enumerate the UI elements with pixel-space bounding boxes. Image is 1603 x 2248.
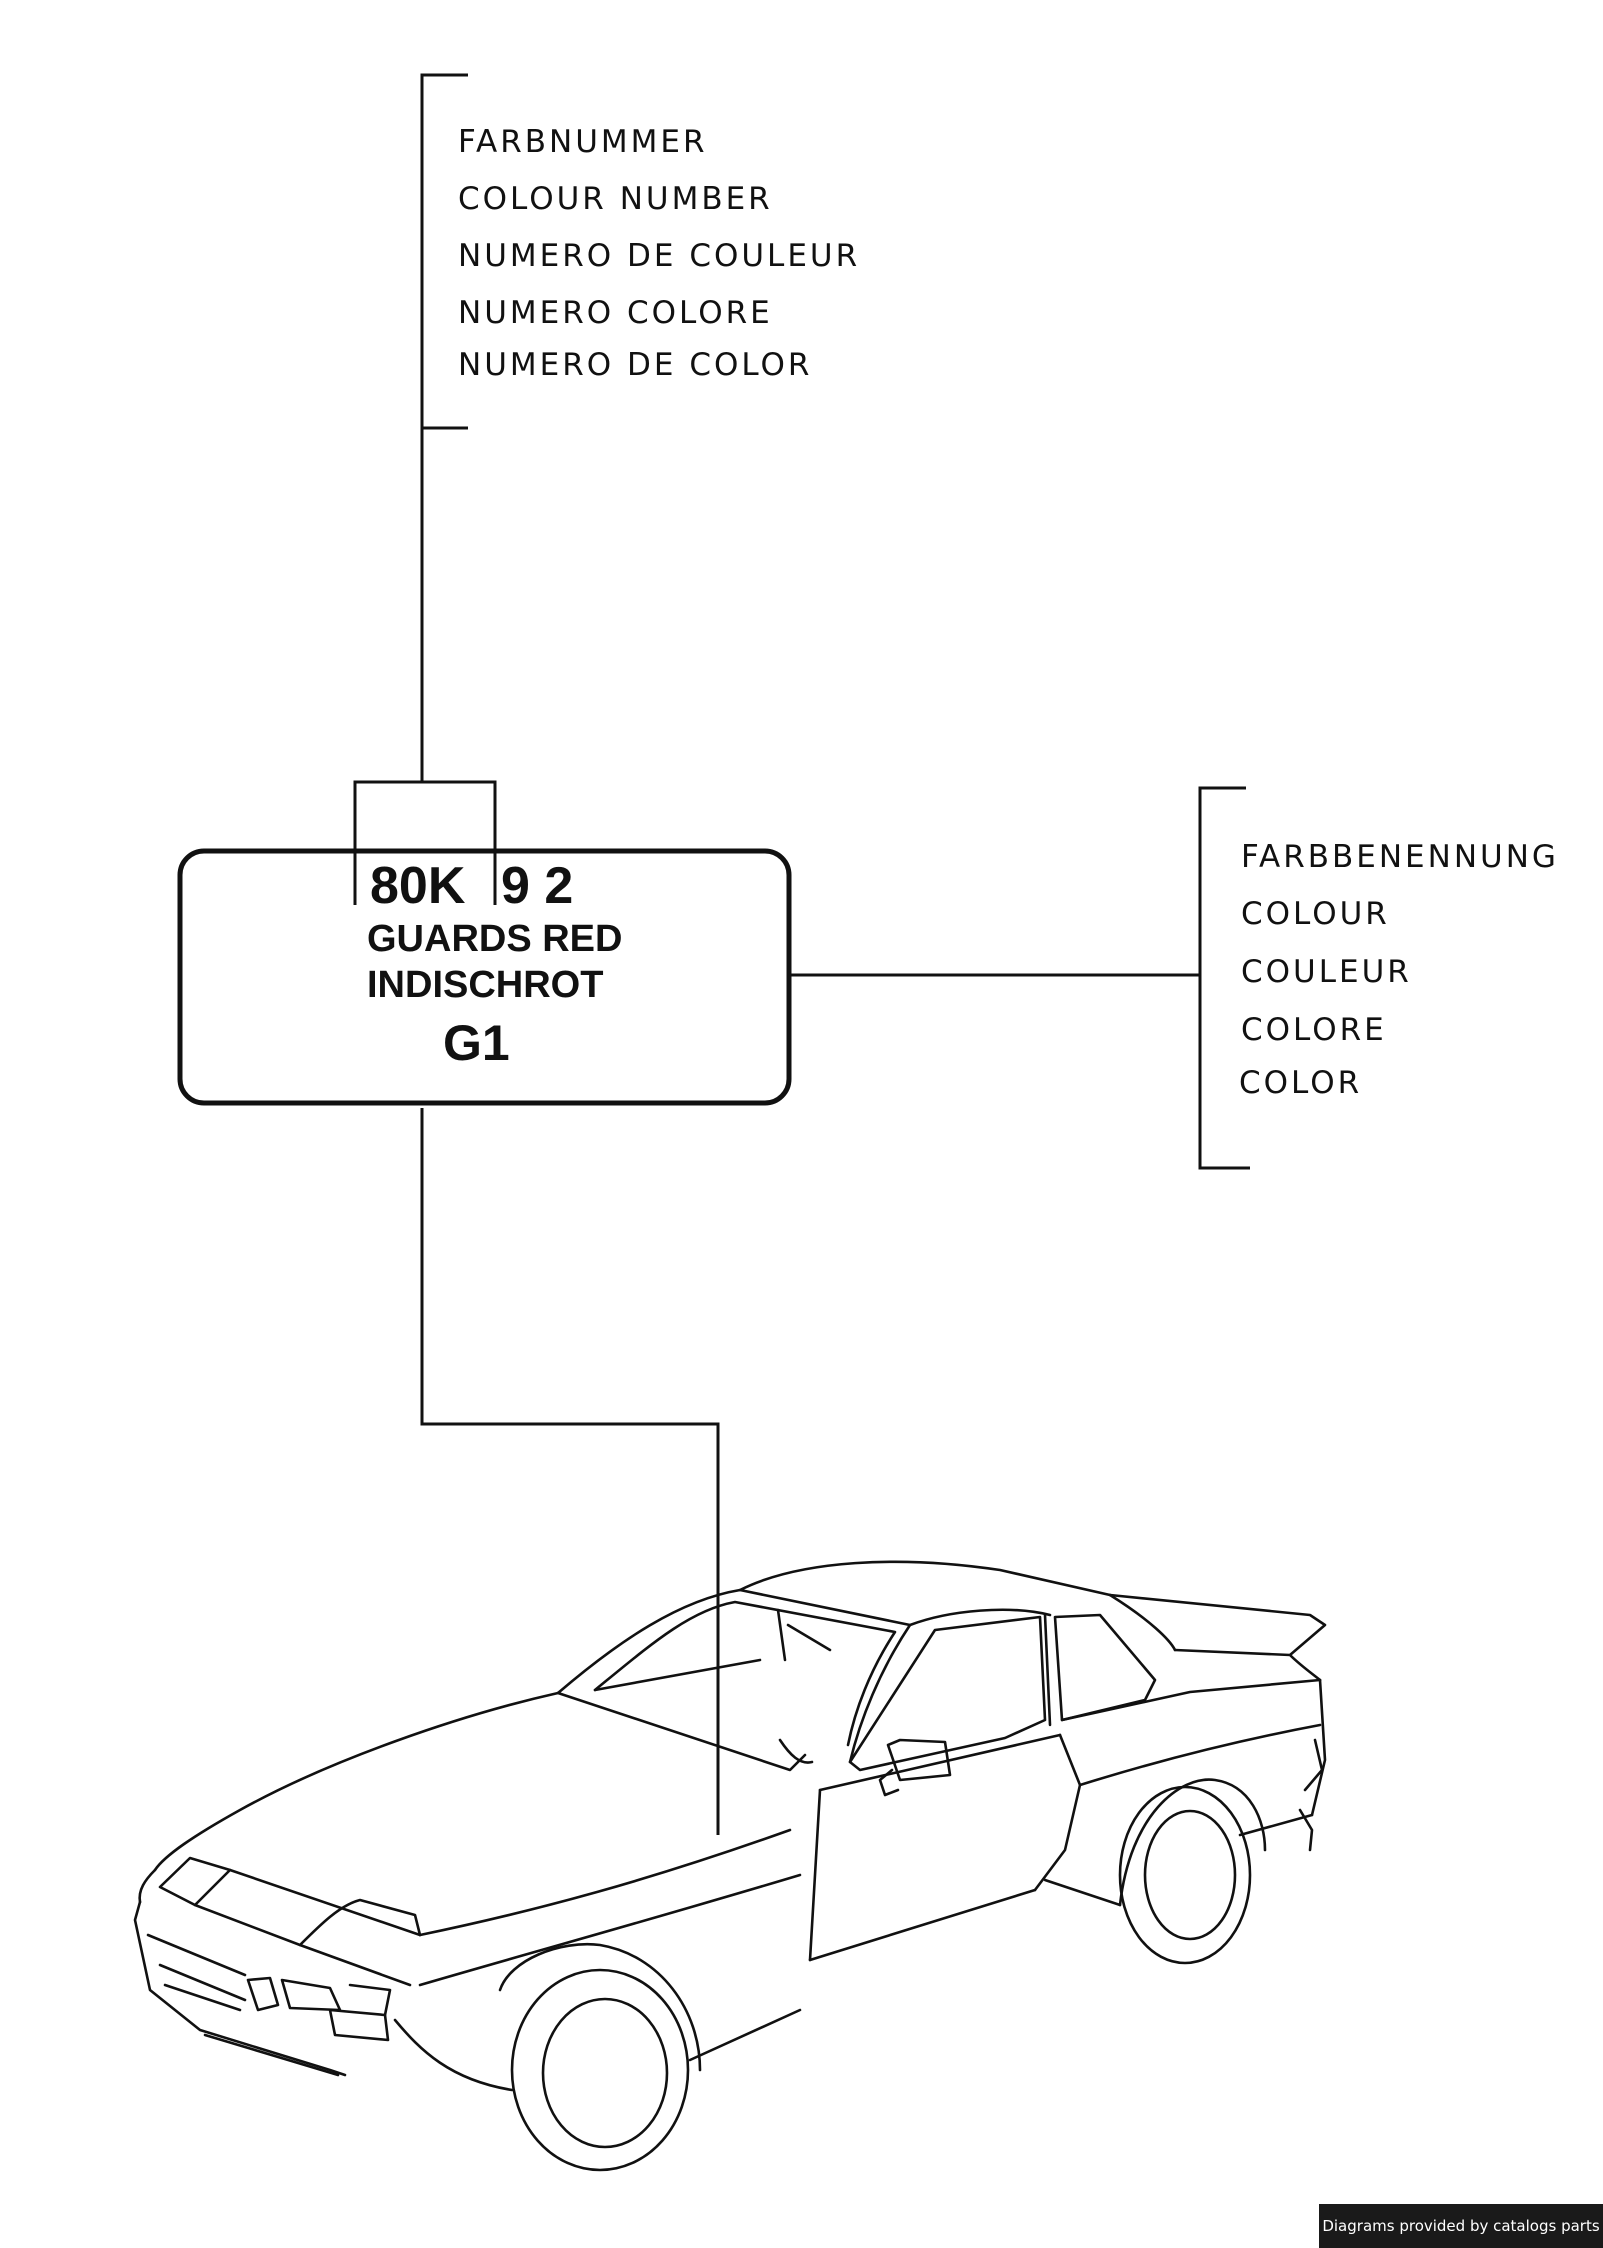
car-outline [133, 1560, 1327, 2172]
colour-number-label-es: NUMERO DE COLOR [458, 347, 813, 383]
footer-credit: Diagrams provided by catalogs parts [1319, 2204, 1603, 2248]
colour-name-bracket [1198, 786, 1250, 1170]
colour-name-label-it: COLORE [1241, 1012, 1387, 1048]
colour-name-label-fr: COULEUR [1241, 954, 1412, 990]
paint-code-short: G1 [443, 1015, 510, 1071]
paint-plate-frame [177, 848, 792, 1106]
colour-number-highlight-box [353, 780, 497, 905]
paint-code-suffix: 9 2 [501, 857, 574, 915]
colour-number-label-fr: NUMERO DE COULEUR [458, 238, 861, 274]
colour-name-label-de: FARBBENENNUNG [1241, 839, 1559, 875]
colour-number-label-de: FARBNUMMER [458, 124, 708, 160]
paint-name-de: INDISCHROT [367, 964, 604, 1006]
plate-location-leader [420, 1108, 720, 1835]
colour-number-bracket [420, 73, 468, 430]
colour-number-label-en: COLOUR NUMBER [458, 181, 773, 217]
colour-number-label-it: NUMERO COLORE [458, 295, 773, 331]
colour-name-label-en: COLOUR [1241, 896, 1390, 932]
paint-name-en: GUARDS RED [367, 918, 623, 960]
paint-code-prefix: 80K [370, 857, 466, 915]
colour-name-label-es: COLOR [1239, 1065, 1363, 1101]
